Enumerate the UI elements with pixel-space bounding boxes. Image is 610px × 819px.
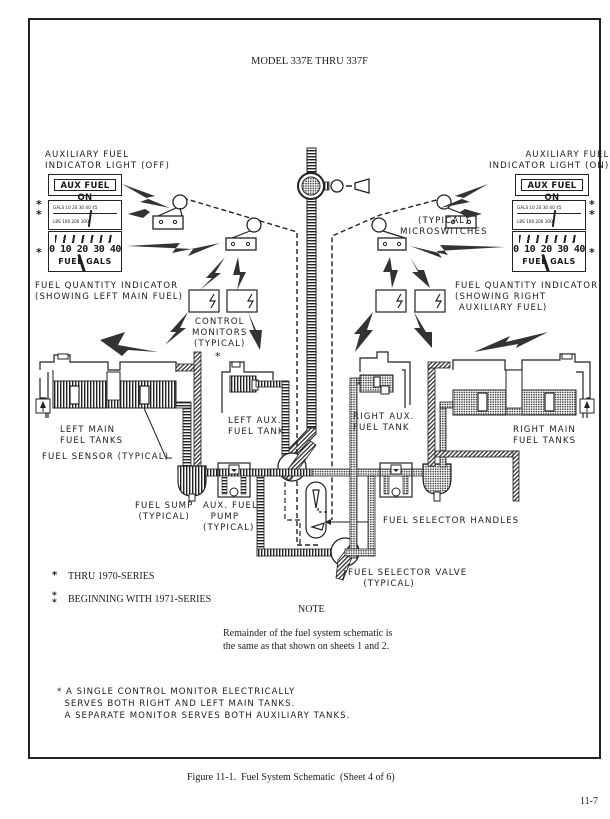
model-header: MODEL 337E THRU 337F (251, 56, 368, 67)
upper-selector-valve (269, 439, 317, 482)
legend-mark-1: * (52, 570, 58, 581)
label-fqi-right: FUEL QUANTITY INDICATOR (SHOWING RIGHT A… (455, 281, 599, 313)
star-mark-single: * (589, 246, 595, 259)
dial-numbers: 0 10 20 30 40 (513, 244, 585, 255)
right-main-fuel-tanks (452, 353, 595, 418)
label-aux-light-left: AUXILIARY FUEL INDICATOR LIGHT (OFF) (45, 150, 170, 171)
dial-unit: FUEL GALS (58, 257, 112, 266)
label-aux-light-right: AUXILIARY FUEL INDICATOR LIGHT (ON) (489, 150, 610, 171)
aux-fuel-light-text: AUX FUEL ON (521, 179, 583, 203)
gauge-scale-bottom: LBS 100 200 300 (53, 219, 89, 224)
left-dial-fuel-gauge: 0 10 20 30 40 FUEL GALS (48, 231, 122, 273)
left-aux-fuel-tank (221, 361, 290, 470)
figure-caption: Figure 11-1. Fuel System Schematic (Shee… (187, 772, 395, 783)
note-title: NOTE (298, 604, 325, 615)
right-aux-fuel-tank (359, 351, 411, 408)
fuel-gauge-knob-icon (297, 172, 370, 200)
control-monitor-star: * (215, 350, 221, 363)
legend-text-2: BEGINNING WITH 1971-SERIES (68, 594, 212, 605)
legend-mark-2: * * (52, 591, 57, 608)
right-dashed-linkage (331, 197, 445, 520)
left-main-feed-lines (175, 351, 202, 471)
label-left-aux-tank: LEFT AUX. FUEL TANK (228, 416, 285, 437)
label-right-main-tanks: RIGHT MAIN FUEL TANKS (513, 425, 577, 446)
right-aux-fuel-pump (379, 462, 413, 498)
label-fuel-sump: FUEL SUMP (TYPICAL) (135, 501, 194, 522)
left-microswitch-upper (152, 194, 188, 230)
label-right-aux-tank: RIGHT AUX. FUEL TANK (353, 412, 415, 433)
left-microswitch-lower (225, 217, 262, 251)
figure-frame (28, 18, 601, 759)
dial-unit: FUEL GALS (522, 257, 576, 266)
left-control-monitors (188, 289, 258, 313)
label-fuel-selector-handles: FUEL SELECTOR HANDLES (383, 516, 520, 526)
legend-text-1: THRU 1970-SERIES (68, 571, 155, 582)
left-fuel-sump (177, 465, 207, 502)
fuel-selector-handles (284, 481, 372, 545)
gauge-ticks (55, 235, 115, 243)
fuel-sensor-leader (143, 407, 172, 459)
right-fuel-sump (422, 463, 452, 502)
left-dashed-linkage (182, 197, 318, 546)
label-control-monitors: CONTROL MONITORS (TYPICAL) (192, 317, 248, 349)
right-dial-fuel-gauge: 0 10 20 30 40 FUEL GALS (512, 231, 586, 273)
label-fuel-sensor: FUEL SENSOR (TYPICAL) (42, 452, 170, 462)
page-number: 11-7 (580, 796, 598, 807)
star-mark-single: * (36, 246, 42, 259)
left-aux-fuel-pump (217, 462, 251, 498)
gauge-scale-top: GALS 10 20 30 40 45 (53, 205, 98, 210)
selector-valve-leader (342, 569, 346, 581)
aux-fuel-light-on: AUX FUEL ON (515, 174, 589, 203)
aux-fuel-light-text: AUX FUEL ON (54, 179, 116, 203)
gauge-scale-bottom: LBS 100 200 300 (517, 219, 553, 224)
right-fuel-lines (311, 377, 441, 559)
footnote-control-monitor: * A SINGLE CONTROL MONITOR ELECTRICALLY … (57, 687, 351, 721)
dial-numbers: 0 10 20 30 40 (49, 244, 121, 255)
label-fqi-left: FUEL QUANTITY INDICATOR (SHOWING LEFT MA… (35, 281, 184, 302)
right-linear-fuel-gauge: GALS 10 20 30 40 45 LBS 100 200 300 (512, 200, 586, 230)
left-main-fuel-tanks (35, 353, 177, 418)
right-main-feed-lines (427, 361, 520, 502)
gauge-scale-top: GALS 10 20 30 40 45 (517, 205, 562, 210)
label-aux-fuel-pump: AUX. FUEL PUMP (TYPICAL) (203, 501, 258, 533)
star-mark-double: ** (589, 198, 595, 221)
star-mark-double: ** (36, 198, 42, 221)
label-left-main-tanks: LEFT MAIN FUEL TANKS (60, 425, 124, 446)
label-fuel-selector-valve: FUEL SELECTOR VALVE (TYPICAL) (348, 568, 468, 589)
right-control-monitors (375, 289, 446, 313)
label-microswitches: (TYPICAL) MICROSWITCHES (400, 216, 488, 237)
right-microswitch-lower (371, 217, 407, 251)
gauge-ticks (519, 235, 579, 243)
note-body: Remainder of the fuel system schematic i… (223, 628, 393, 652)
left-linear-fuel-gauge: GALS 10 20 30 40 45 LBS 100 200 300 (48, 200, 122, 230)
electrical-bolts (100, 184, 548, 356)
aux-fuel-light-off: AUX FUEL ON (48, 174, 122, 203)
